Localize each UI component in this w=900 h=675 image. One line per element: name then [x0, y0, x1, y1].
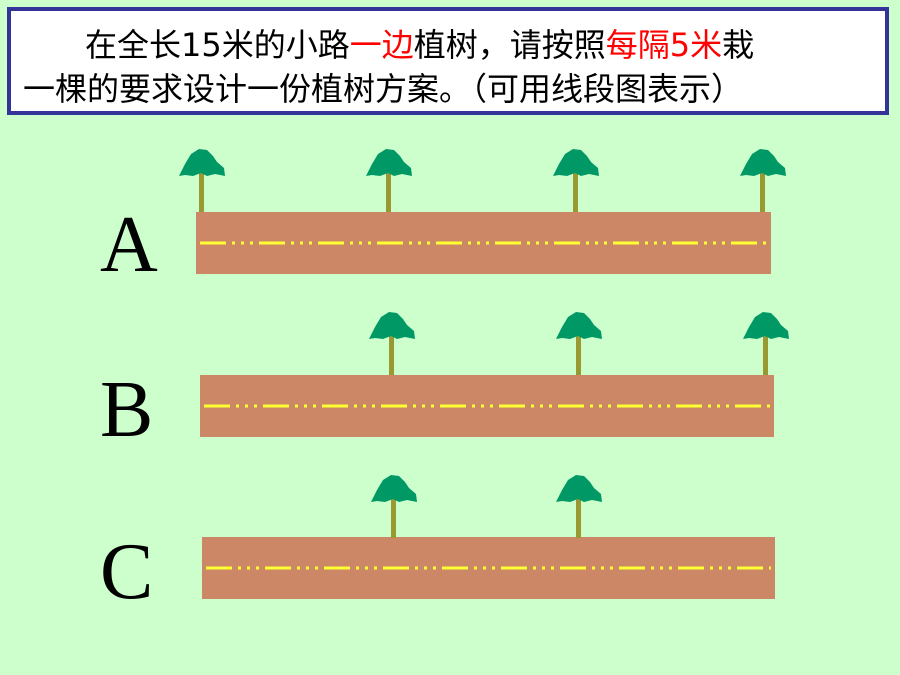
option-c-tree-1 [369, 472, 419, 538]
road-center-line [206, 566, 771, 570]
option-b-tree-1 [367, 309, 417, 375]
question-text-part3: 栽 [722, 26, 755, 64]
tree-icon [366, 149, 412, 212]
option-a-tree-1 [177, 146, 227, 212]
tree-icon [179, 149, 225, 212]
question-text-part2: 植树，请按照 [413, 26, 606, 64]
question-text-part1: 在全长15米的小路 [85, 26, 350, 64]
question-box: 在全长15米的小路一边植树，请按照每隔5米栽 一棵的要求设计一份植树方案。（可用… [7, 7, 889, 115]
tree-icon [556, 475, 602, 538]
tree-icon [371, 475, 417, 538]
option-b-tree-3 [741, 309, 791, 375]
option-b-label[interactable]: B [100, 366, 154, 454]
tree-icon [743, 312, 789, 375]
option-a-tree-3 [551, 146, 601, 212]
option-c-label[interactable]: C [100, 528, 154, 616]
question-highlight-interval: 每隔5米 [605, 26, 723, 64]
tree-icon [369, 312, 415, 375]
option-c-tree-2 [554, 472, 604, 538]
option-a-tree-2 [364, 146, 414, 212]
option-b-road[interactable] [200, 375, 774, 437]
option-a-label[interactable]: A [100, 201, 158, 289]
road-center-line [204, 404, 770, 408]
option-b-tree-2 [554, 309, 604, 375]
question-line-1: 在全长15米的小路一边植树，请按照每隔5米栽 [23, 23, 875, 67]
option-a-tree-4 [738, 146, 788, 212]
question-line-2: 一棵的要求设计一份植树方案。（可用线段图表示） [23, 70, 744, 108]
question-highlight-one-side: 一边 [349, 26, 414, 64]
road-center-line [200, 241, 767, 245]
option-c-road[interactable] [202, 537, 775, 599]
tree-icon [553, 149, 599, 212]
tree-icon [740, 149, 786, 212]
option-a-road[interactable] [196, 212, 771, 274]
tree-icon [556, 312, 602, 375]
